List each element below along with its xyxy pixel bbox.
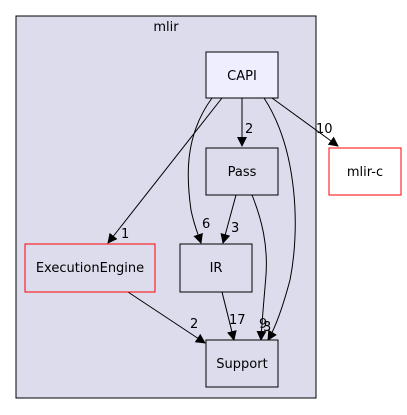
edge-label-capi-support: 3 bbox=[263, 320, 271, 335]
edge-label-capi-pass: 2 bbox=[245, 122, 253, 137]
node-capi-label: CAPI bbox=[227, 69, 257, 84]
node-support-label: Support bbox=[216, 357, 267, 372]
node-support[interactable]: Support bbox=[205, 339, 279, 388]
edge-pass-ir bbox=[220, 194, 237, 244]
edge-label-pass-support: 9 bbox=[259, 317, 267, 332]
edge-capi-ir bbox=[187, 97, 213, 244]
node-pass-label: Pass bbox=[228, 165, 257, 180]
node-capi[interactable]: CAPI bbox=[205, 51, 279, 99]
edge-capi-mlir-c bbox=[271, 97, 339, 147]
node-mlir-c-label: mlir-c bbox=[347, 165, 383, 180]
edge-label-ir-support: 17 bbox=[229, 313, 246, 328]
edge-ir-support bbox=[221, 291, 237, 341]
node-pass[interactable]: Pass bbox=[205, 147, 279, 196]
node-ir[interactable]: IR bbox=[179, 243, 253, 293]
edge-execution-engine-support bbox=[127, 291, 206, 344]
edge-label-execution-engine-support: 2 bbox=[190, 317, 198, 332]
edge-capi-support bbox=[263, 97, 296, 341]
edge-label-pass-ir: 3 bbox=[231, 221, 239, 236]
cluster-label: mlir bbox=[153, 20, 179, 35]
edge-pass-support bbox=[251, 194, 267, 341]
edge-capi-execution-engine bbox=[107, 97, 223, 244]
node-execution-engine[interactable]: ExecutionEngine bbox=[24, 243, 156, 293]
edge-label-capi-execution-engine: 1 bbox=[121, 227, 129, 242]
node-ir-label: IR bbox=[210, 261, 223, 276]
edge-labels: 2 10 1 6 3 3 9 2 17 bbox=[121, 122, 333, 335]
node-execution-engine-label: ExecutionEngine bbox=[36, 261, 144, 276]
node-mlir-c[interactable]: mlir-c bbox=[328, 147, 402, 196]
edge-label-capi-ir: 6 bbox=[202, 217, 210, 232]
edge-label-capi-mlir-c: 10 bbox=[316, 122, 333, 137]
edges bbox=[107, 97, 339, 344]
